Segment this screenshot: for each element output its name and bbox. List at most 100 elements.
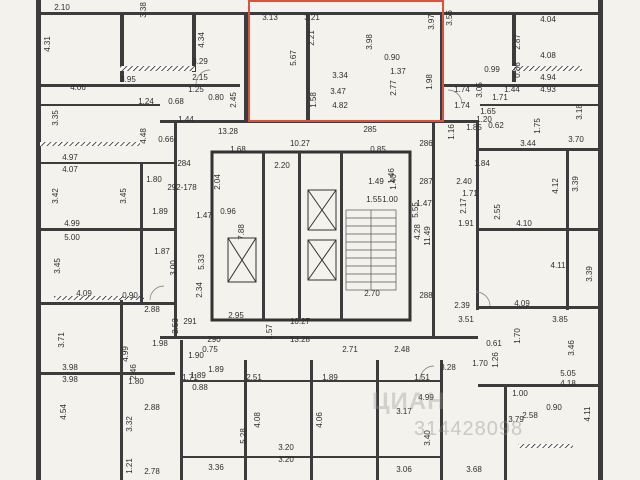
dimension-label: 1.46	[387, 168, 396, 184]
dimension-label: 4.99	[121, 346, 130, 362]
hatch-3	[40, 142, 140, 146]
wall-v2	[192, 12, 196, 72]
dimension-label: 3.39	[571, 176, 580, 192]
dimension-label: 2.46	[129, 364, 138, 380]
dimension-label: 1.98	[425, 74, 434, 90]
dimension-label: 1.70	[513, 328, 522, 344]
dimension-label: 1.24	[138, 97, 154, 106]
dimension-label: 1.89	[208, 365, 224, 374]
dimension-label: 3.47	[330, 87, 346, 96]
bottom-wall-v2	[244, 360, 247, 480]
dimension-label: 3.20	[278, 455, 294, 464]
dimension-label: 0.75	[202, 345, 218, 354]
dimension-label: 3.98	[365, 34, 374, 50]
dimension-label: 2.17	[459, 198, 468, 214]
wall-h3	[444, 84, 600, 87]
dimension-label: 0.85	[370, 145, 386, 154]
dimension-label: 1.89	[322, 373, 338, 382]
wall-v4	[306, 12, 310, 122]
dimension-label: 2.04	[213, 174, 222, 190]
hatch-1	[120, 66, 195, 71]
bottom-wall-v3	[310, 360, 313, 480]
dimension-label: 4.48	[139, 128, 148, 144]
dimension-label: 4.93	[540, 85, 556, 94]
dimension-label: 2.45	[229, 92, 238, 108]
bottom-wall-h	[180, 380, 440, 382]
dimension-label: 4.12	[551, 178, 560, 194]
door-swing-5	[419, 365, 435, 381]
dimension-label: 285	[363, 125, 377, 134]
dimension-label: 1.74	[454, 85, 470, 94]
dimension-label: 4.99	[418, 393, 434, 402]
dimension-label: 3.17	[396, 407, 412, 416]
left-wall-v2	[140, 162, 143, 302]
dimension-label: 1.40	[389, 174, 398, 190]
dimension-label: 3.29	[192, 57, 208, 66]
hatch-5	[518, 444, 573, 448]
left-wall-v	[120, 300, 123, 480]
dimension-label: 3.05	[475, 82, 484, 98]
dimension-label: 1.90	[188, 351, 204, 360]
dimension-label: 3.34	[332, 71, 348, 80]
bottom-wall-v6	[504, 386, 507, 480]
dimension-label: 284	[177, 159, 191, 168]
corridor-wall-bottom	[160, 336, 478, 339]
dimension-label: 1.57	[265, 324, 274, 340]
dimension-label: 1.37	[390, 67, 406, 76]
dimension-label: 5.33	[197, 254, 206, 270]
dimension-label: 2.88	[144, 403, 160, 412]
dimension-label: 2.40	[456, 177, 472, 186]
dimension-label: 291	[183, 317, 197, 326]
dimension-label: 2.51	[246, 373, 262, 382]
right-wall-1	[478, 148, 600, 151]
elevator-shaft-2	[307, 239, 337, 281]
dimension-label: 10.27	[290, 317, 311, 326]
dimension-label: 0.96	[220, 207, 236, 216]
left-wall-4	[40, 372, 175, 375]
dimension-label: 3.40	[423, 430, 432, 446]
dimension-label: 3.70	[568, 135, 584, 144]
dimension-label: 0.62	[488, 121, 504, 130]
dimension-label: 4.28	[413, 224, 422, 240]
dimension-label: 2.21	[307, 30, 316, 46]
dimension-label: 290	[207, 335, 221, 344]
dimension-label: 2.58	[522, 411, 538, 420]
dimension-label: 3.95	[120, 75, 136, 84]
dimension-label: 3.13	[262, 13, 278, 22]
wall-h4	[480, 104, 600, 106]
dimension-label: 286	[419, 139, 433, 148]
dimension-label: 2.15	[192, 73, 208, 82]
door-swing-1	[195, 69, 211, 85]
dimension-label: 4.82	[332, 101, 348, 110]
dimension-label: 1.21	[125, 458, 134, 474]
dimension-label: 1.16	[447, 124, 456, 140]
core-wall-b	[298, 152, 301, 320]
dimension-label: 1.80	[146, 175, 162, 184]
dimension-label: 1.51	[414, 373, 430, 382]
wall-v5	[440, 12, 444, 122]
dimension-label: 2.88	[144, 305, 160, 314]
dimension-label: 1.75	[533, 118, 542, 134]
dimension-label: 0.88	[192, 383, 208, 392]
outer-wall-right	[598, 0, 603, 480]
dimension-label: 1.00	[382, 195, 398, 204]
dimension-label: 2.87	[513, 34, 522, 50]
dimension-label: 7.88	[237, 224, 246, 240]
elevator-shaft-1	[307, 189, 337, 231]
corridor-wall-left	[174, 122, 177, 338]
dimension-label: 1.00	[512, 389, 528, 398]
door-swing-3	[149, 285, 165, 301]
dimension-label: 5.05	[560, 369, 576, 378]
bottom-wall-v5	[440, 360, 443, 480]
left-wall-1	[40, 162, 175, 164]
dimension-label: 0.66	[158, 135, 174, 144]
dimension-label: 3.45	[119, 188, 128, 204]
dimension-label: 4.07	[62, 165, 78, 174]
dimension-label: 4.08	[253, 412, 262, 428]
dimension-label: 1.44	[504, 85, 520, 94]
right-wall-4	[478, 384, 600, 387]
dimension-label: 0.68	[168, 97, 184, 106]
dimension-label: 4.34	[197, 32, 206, 48]
stairwell	[345, 209, 397, 291]
